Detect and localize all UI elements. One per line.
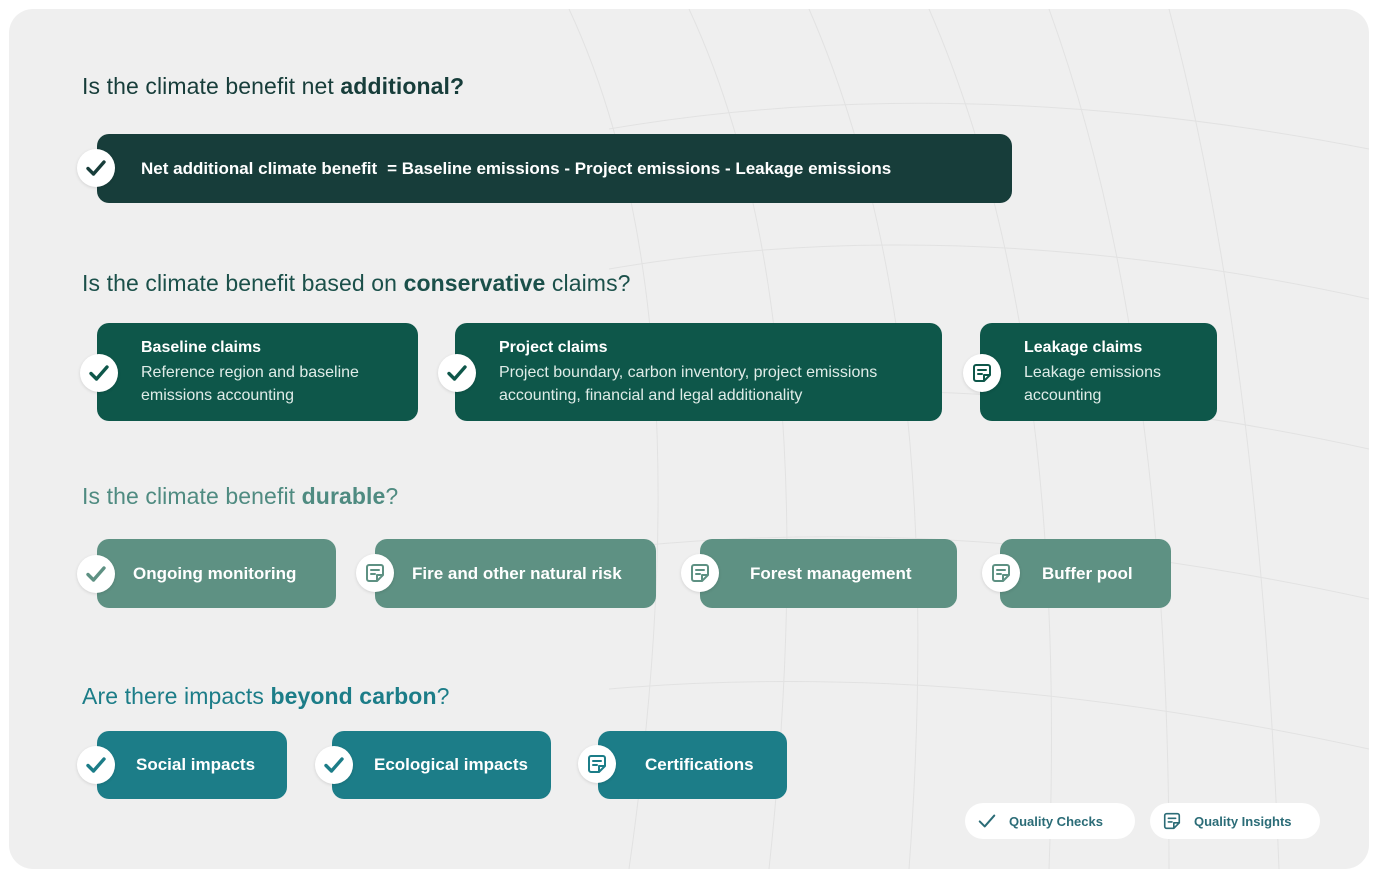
impact-label: Ecological impacts xyxy=(374,755,528,774)
impact-card-certifications: Certifications xyxy=(598,731,787,799)
legend-label: Quality Insights xyxy=(1194,813,1292,829)
check-icon xyxy=(89,365,109,381)
durable-label: Buffer pool xyxy=(1042,563,1133,583)
insight-badge xyxy=(356,554,394,592)
insight-icon xyxy=(973,364,991,382)
heading-text: Are there impacts xyxy=(82,683,271,709)
claim-title: Project claims xyxy=(499,339,608,356)
claim-line: accounting, financial and legal addition… xyxy=(499,387,803,404)
diagram-panel: Is the climate benefit net additional? N… xyxy=(9,9,1369,869)
check-badge xyxy=(80,354,118,392)
heading-text: Is the climate benefit net xyxy=(82,73,341,99)
check-icon xyxy=(978,814,996,828)
durable-label: Forest management xyxy=(750,563,912,583)
insight-icon xyxy=(1163,812,1181,830)
insight-icon xyxy=(588,755,606,773)
insight-icon xyxy=(691,564,709,582)
claim-description: Project boundary, carbon inventory, proj… xyxy=(499,361,877,407)
heading-text: ? xyxy=(385,483,399,509)
claim-line: Leakage emissions xyxy=(1024,364,1161,381)
impact-label: Social impacts xyxy=(136,755,256,774)
check-badge xyxy=(438,354,476,392)
claim-line: Reference region and baseline xyxy=(141,364,359,381)
claim-card-baseline: Baseline claims Reference region and bas… xyxy=(97,323,418,421)
heading-emphasis: durable xyxy=(301,483,386,509)
heading-conservative: Is the climate benefit based on conserva… xyxy=(82,270,631,297)
check-badge xyxy=(77,555,115,593)
check-icon xyxy=(86,566,106,582)
heading-text: ? xyxy=(436,683,450,709)
claim-description: Reference region and baseline emissions a… xyxy=(141,361,359,407)
insight-badge xyxy=(681,554,719,592)
insight-badge xyxy=(982,554,1020,592)
heading-emphasis: additional? xyxy=(340,73,465,99)
claim-line: Project boundary, carbon inventory, proj… xyxy=(499,364,878,381)
impact-label: Certifications xyxy=(645,755,754,774)
durable-card-fire-risk: Fire and other natural risk xyxy=(375,539,656,608)
durable-card-forest-management: Forest management xyxy=(700,539,957,608)
claim-title: Baseline claims xyxy=(141,339,262,356)
heading-beyond-carbon: Are there impacts beyond carbon? xyxy=(82,683,450,710)
check-badge xyxy=(315,746,353,784)
heading-text: Is the climate benefit xyxy=(82,483,302,509)
durable-card-monitoring: Ongoing monitoring xyxy=(97,539,336,608)
claim-line: emissions accounting xyxy=(141,387,294,404)
heading-text: claims? xyxy=(545,270,631,296)
heading-durable: Is the climate benefit durable? xyxy=(82,483,398,510)
durable-card-buffer-pool: Buffer pool xyxy=(1000,539,1171,608)
claim-title: Leakage claims xyxy=(1024,339,1143,356)
formula-card: Net additional climate benefit = Baselin… xyxy=(97,134,1012,203)
durable-label: Fire and other natural risk xyxy=(412,563,622,583)
heading-additional: Is the climate benefit net additional? xyxy=(82,73,464,100)
durable-label: Ongoing monitoring xyxy=(133,563,297,583)
legend-quality-checks: Quality Checks xyxy=(965,803,1135,839)
check-badge xyxy=(77,746,115,784)
legend-label: Quality Checks xyxy=(1009,813,1103,829)
check-icon xyxy=(324,757,344,773)
claim-description: Leakage emissions accounting xyxy=(1024,361,1161,407)
claim-card-leakage: Leakage claims Leakage emissions accounti… xyxy=(980,323,1217,421)
check-icon xyxy=(447,365,467,381)
heading-emphasis: beyond carbon xyxy=(270,683,437,709)
insight-badge xyxy=(963,354,1001,392)
formula-label: Net additional climate benefit xyxy=(141,158,378,178)
heading-emphasis: conservative xyxy=(403,270,546,296)
legend-quality-insights: Quality Insights xyxy=(1150,803,1320,839)
impact-card-ecological: Ecological impacts xyxy=(332,731,551,799)
claim-line: accounting xyxy=(1024,387,1102,404)
formula-equation: = Baseline emissions - Project emissions… xyxy=(387,158,892,178)
claim-card-project: Project claims Project boundary, carbon … xyxy=(455,323,942,421)
impact-card-social: Social impacts xyxy=(97,731,287,799)
insight-icon xyxy=(366,564,384,582)
check-icon xyxy=(86,757,106,773)
insight-badge xyxy=(578,745,616,783)
formula-text: Net additional climate benefit = Baselin… xyxy=(141,134,891,203)
heading-text: Is the climate benefit based on xyxy=(82,270,404,296)
insight-icon xyxy=(992,564,1010,582)
check-icon xyxy=(86,160,106,176)
check-badge xyxy=(77,149,115,187)
